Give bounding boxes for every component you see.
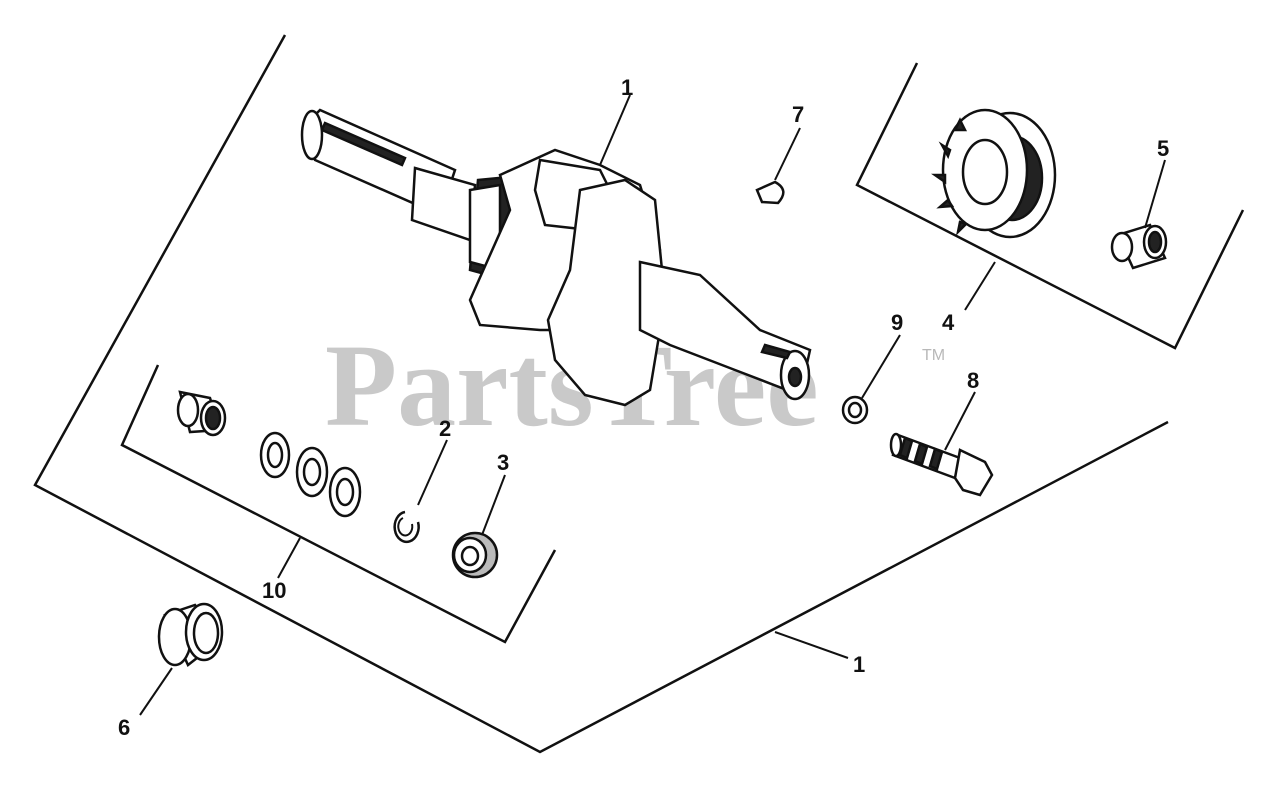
callout-6[interactable]: 6: [118, 715, 130, 740]
woodruff-key[interactable]: [755, 180, 785, 205]
callout-1-crankshaft[interactable]: 1: [621, 75, 633, 100]
callout-1-kit[interactable]: 1: [853, 652, 865, 677]
leader-1-kit: [774, 631, 849, 659]
watermark-trademark: TM: [922, 347, 945, 364]
subkit-10-leader: [277, 537, 301, 579]
retaining-ring[interactable]: [393, 510, 420, 544]
thrust-washer[interactable]: [841, 395, 869, 425]
bushing-5[interactable]: [1110, 223, 1168, 270]
callout-2[interactable]: 2: [439, 416, 451, 441]
subkit-10-outline: [120, 364, 557, 644]
leader-5: [1144, 159, 1166, 229]
oil-seal[interactable]: [451, 531, 499, 579]
callout-4[interactable]: 4: [942, 310, 955, 335]
leader-1-crank: [599, 94, 631, 166]
callout-9[interactable]: 9: [891, 310, 903, 335]
bolt[interactable]: [889, 432, 994, 497]
leader-3: [481, 474, 506, 536]
leader-2: [417, 439, 448, 506]
callout-5[interactable]: 5: [1157, 136, 1169, 161]
needle-bearing[interactable]: [176, 390, 227, 437]
leader-6: [139, 667, 173, 716]
sleeve-bearing[interactable]: [157, 602, 224, 667]
leader-9: [861, 334, 901, 399]
shim-washers[interactable]: [259, 431, 362, 518]
callout-8[interactable]: 8: [967, 368, 979, 393]
cam-gear[interactable]: [931, 108, 1057, 239]
callout-7[interactable]: 7: [792, 102, 804, 127]
kit-outline: [33, 34, 1169, 754]
leader-8: [944, 391, 976, 451]
leader-7: [774, 127, 801, 181]
subkit-4-outline: [855, 62, 1245, 350]
callout-10[interactable]: 10: [262, 578, 286, 603]
crankshaft[interactable]: [300, 108, 812, 407]
callout-3[interactable]: 3: [497, 450, 509, 475]
subkit-4-leader: [964, 261, 996, 311]
